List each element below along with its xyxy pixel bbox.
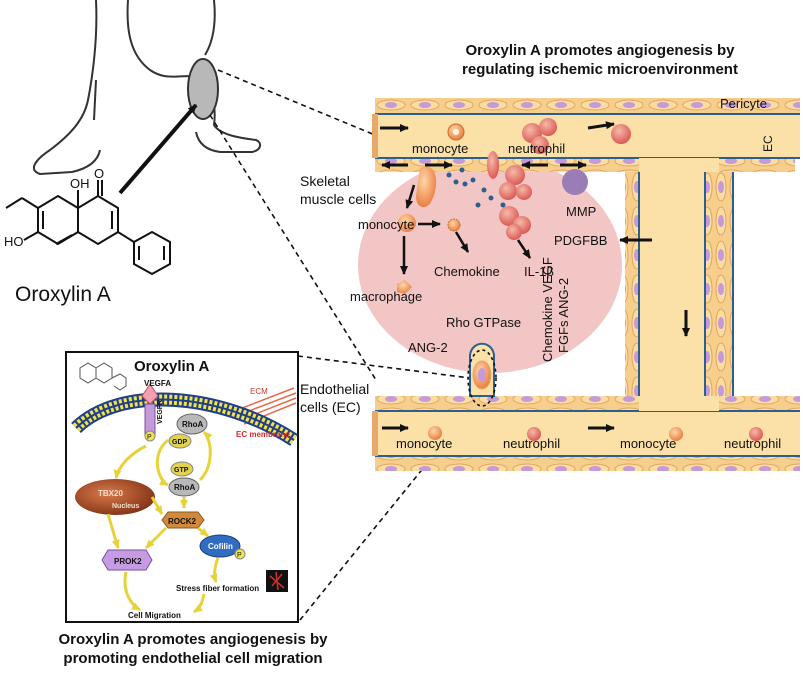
label-cell-migration: Cell Migration xyxy=(128,611,181,620)
label-monocyte-top: monocyte xyxy=(412,141,468,156)
label-il1b: IL-1β xyxy=(524,264,554,279)
molecule-carbonyl-o: O xyxy=(94,166,104,181)
label-ec: EC xyxy=(761,135,775,152)
label-stress-fiber: Stress fiber formation xyxy=(176,584,259,593)
label-vegfa: VEGFA xyxy=(144,379,171,388)
label-macrophage: macrophage xyxy=(350,289,422,304)
label-pdgfbb: PDGFBB xyxy=(554,233,607,248)
inset-title: Oroxylin A xyxy=(134,358,209,375)
inset-molecule xyxy=(79,362,127,391)
label-neutrophil-bottom-1: neutrophil xyxy=(503,436,560,451)
label-rho-gtpase: Rho GTPase xyxy=(446,315,521,330)
label-gtp: GTP xyxy=(174,467,189,474)
cofilin-protein xyxy=(199,534,241,558)
label-rock2: ROCK2 xyxy=(168,517,197,526)
label-mmp: MMP xyxy=(566,204,596,219)
label-neutrophil-top: neutrophil xyxy=(508,141,565,156)
molecule-name: Oroxylin A xyxy=(15,283,111,306)
prok2-protein xyxy=(101,549,153,571)
label-factors-line1: Chemokine VEGF xyxy=(540,257,555,362)
ischemic-muscle-region xyxy=(187,58,219,120)
vessel-labels: Pericyte EC monocyte neutrophil Skeletal… xyxy=(300,96,781,451)
label-chemokine: Chemokine xyxy=(434,264,500,279)
label-neutrophil-bottom-2: neutrophil xyxy=(724,436,781,451)
label-ecm: ECM xyxy=(250,387,268,396)
pathway-inset: Oroxylin A ECM EC membrane VEGFA VEGFR P… xyxy=(65,351,299,623)
injection-arrow xyxy=(118,103,198,195)
top-caption-line1: Oroxylin A promotes angiogenesis by xyxy=(465,42,735,59)
label-ang2: ANG-2 xyxy=(408,340,448,355)
label-skeletal: Skeletal xyxy=(300,173,350,189)
label-rhoa-bottom: RhoA xyxy=(174,483,196,492)
label-rhoa-top: RhoA xyxy=(182,420,204,429)
label-nucleus: Nucleus xyxy=(112,503,139,510)
mouse-illustration xyxy=(32,0,262,195)
oroxylin-a-structure xyxy=(5,180,171,276)
molecule-ho-left: HO xyxy=(4,234,24,249)
label-factors-line2: FGFs ANG-2 xyxy=(556,278,571,353)
molecule-oh-top: OH xyxy=(70,176,90,191)
bottom-caption-line2: promoting endothelial cell migration xyxy=(63,650,323,667)
label-monocyte-mid: monocyte xyxy=(358,217,414,232)
inflammation-zone xyxy=(358,157,622,373)
label-tbx20: TBX20 xyxy=(98,489,123,498)
gdp-molecule xyxy=(168,433,192,449)
top-caption: Oroxylin A promotes angiogenesis by regu… xyxy=(410,41,790,79)
label-muscle-cells: muscle cells xyxy=(300,191,376,207)
label-endothelial: Endothelial xyxy=(300,381,369,397)
blood-vessel-network xyxy=(358,98,800,471)
rhoa-inactive xyxy=(176,413,208,435)
label-p-cofilin: P xyxy=(237,552,242,559)
label-vegfr: VEGFR xyxy=(157,400,164,424)
label-ec-membrane: EC membrane xyxy=(236,430,290,439)
label-pericyte: Pericyte xyxy=(720,96,767,111)
rhoa-active xyxy=(168,477,200,497)
bottom-caption: Oroxylin A promotes angiogenesis by prom… xyxy=(8,630,378,668)
gtp-molecule xyxy=(170,461,194,477)
bottom-caption-line1: Oroxylin A promotes angiogenesis by xyxy=(58,631,328,648)
label-prok2: PROK2 xyxy=(114,557,142,566)
sprout-highlight xyxy=(467,349,497,407)
top-caption-line2: regulating ischemic microenvironment xyxy=(462,61,738,78)
mmp-blob xyxy=(562,169,588,195)
nucleus xyxy=(75,479,155,515)
label-monocyte-bottom-2: monocyte xyxy=(620,436,676,451)
label-gdp: GDP xyxy=(172,439,188,446)
label-cofilin: Cofilin xyxy=(208,542,233,551)
label-p-receptor: P xyxy=(147,434,152,441)
label-monocyte-bottom-1: monocyte xyxy=(396,436,452,451)
label-endothelial-cells: cells (EC) xyxy=(300,399,361,415)
